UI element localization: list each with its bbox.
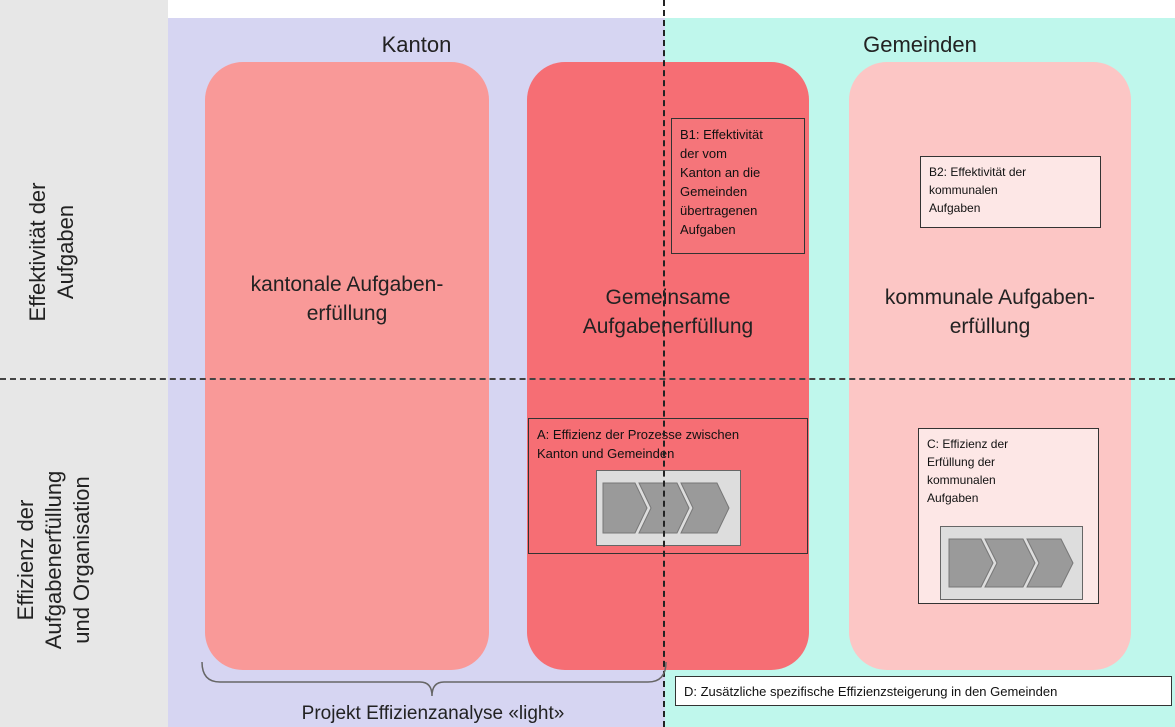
b1-line: Kanton an die (680, 165, 761, 180)
box-d-zusaetzliche-effizienz: D: Zusätzliche spezifische Effizienzstei… (675, 676, 1172, 706)
kommunal-label-line2: erfüllung (949, 315, 1031, 338)
kanton-header: Kanton (381, 32, 452, 57)
a-line: Kanton und Gemeinden (537, 446, 675, 461)
row-label-line: Effizienz der (13, 499, 38, 621)
kantonal-label-line1: kantonale Aufgaben- (250, 273, 444, 296)
b1-line: B1: Effektivität (680, 127, 763, 142)
process-chevrons-c (940, 526, 1083, 600)
chevron-arrows-icon (602, 482, 730, 534)
row-label-effektivitaet: Effektivität der Aufgaben (24, 183, 80, 322)
gemeinsam-label-line2: Aufgabenerfüllung (582, 315, 754, 338)
project-label: Projekt Effizienzanalyse «light» (301, 703, 565, 724)
vertical-divider (663, 0, 665, 727)
gemeinsam-column-label: Gemeinsame Aufgabenerfüllung (527, 283, 809, 341)
process-chevrons-a (596, 470, 741, 546)
c-line: Aufgaben (927, 491, 979, 505)
chevron-arrows-icon (948, 538, 1074, 588)
b2-line: kommunalen (929, 183, 998, 197)
b1-line: übertragenen (680, 203, 758, 218)
gemeinden-header: Gemeinden (863, 32, 977, 57)
kommunal-label-line1: kommunale Aufgaben- (884, 286, 1096, 309)
a-line: A: Effizienz der Prozesse zwischen (537, 427, 740, 442)
row-label-line: Aufgaben (53, 204, 78, 300)
gemeinsam-label-line1: Gemeinsame (605, 286, 731, 309)
box-b2-effektivitaet: B2: Effektivität der kommunalen Aufgaben (920, 156, 1101, 228)
kantonal-label-line2: erfüllung (306, 302, 388, 325)
c-line: kommunalen (927, 473, 996, 487)
row-label-band (0, 0, 168, 727)
b1-line: Aufgaben (680, 222, 736, 237)
b1-line: der vom (680, 146, 727, 161)
project-bracket (201, 661, 667, 697)
b2-line: B2: Effektivität der (929, 165, 1027, 179)
box-b1-effektivitaet: B1: Effektivität der vom Kanton an die G… (671, 118, 805, 254)
row-label-line: Effektivität der (25, 182, 50, 322)
kommunal-column-label: kommunale Aufgaben- erfüllung (849, 283, 1131, 341)
horizontal-divider (0, 378, 1175, 380)
row-label-line: und Organisation (69, 476, 94, 644)
c-line: C: Effizienz der (927, 437, 1009, 451)
b1-line: Gemeinden (680, 184, 748, 199)
b2-line: Aufgaben (929, 201, 981, 215)
kantonal-column-label: kantonale Aufgaben- erfüllung (205, 270, 489, 328)
row-label-effizienz: Effizienz der Aufgabenerfüllung und Orga… (12, 471, 96, 650)
c-line: Erfüllung der (927, 455, 996, 469)
kantonal-column (205, 62, 489, 670)
row-label-line: Aufgabenerfüllung (41, 470, 66, 650)
